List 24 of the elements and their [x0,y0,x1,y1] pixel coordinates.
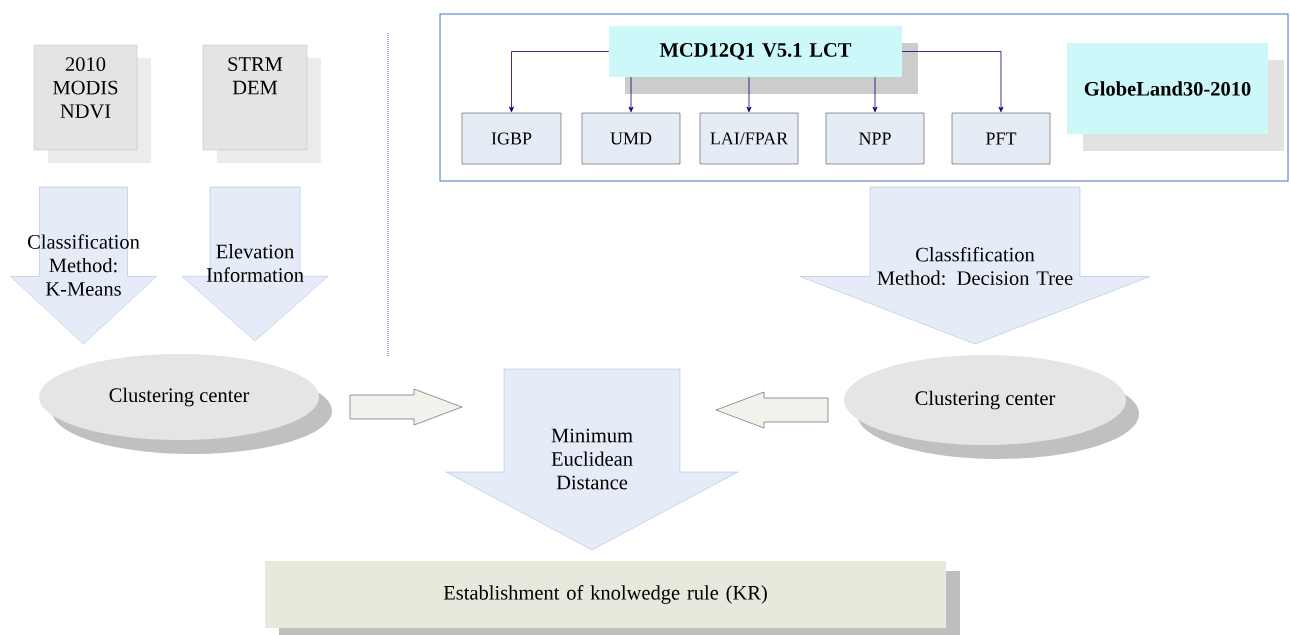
block-arrow [181,186,329,342]
arrow [509,51,610,113]
category-box: IGBP [461,112,562,165]
arrow [901,51,1004,113]
category-box: UMD [581,112,681,165]
arrow [628,76,634,113]
arrow [746,76,752,113]
product-box: MCD12Q1 V5.1 LCT [609,26,918,94]
data-box: STRM DEM [202,44,321,163]
arrow-label: Classfification Method: Decision Tree [877,246,1073,286]
block-arrow [715,391,829,429]
arrow [872,76,878,113]
block-arrow [10,186,157,345]
arrow-label: Classification Method: K-Means [28,234,140,296]
category-box: NPP [825,112,925,165]
block-arrow [799,186,1151,345]
dataset-box: GlobeLand30-2010 [1067,43,1284,151]
arrow-label: Elevation Information [206,244,304,282]
block-arrow [349,388,463,426]
category-box: LAI/FPAR [699,112,799,165]
group-frame [439,13,1289,182]
category-box: PFT [951,112,1051,165]
data-box: 2010 MODIS NDVI [33,44,151,163]
rule-box: Establishment of knolwedge rule (KR) [265,561,960,635]
